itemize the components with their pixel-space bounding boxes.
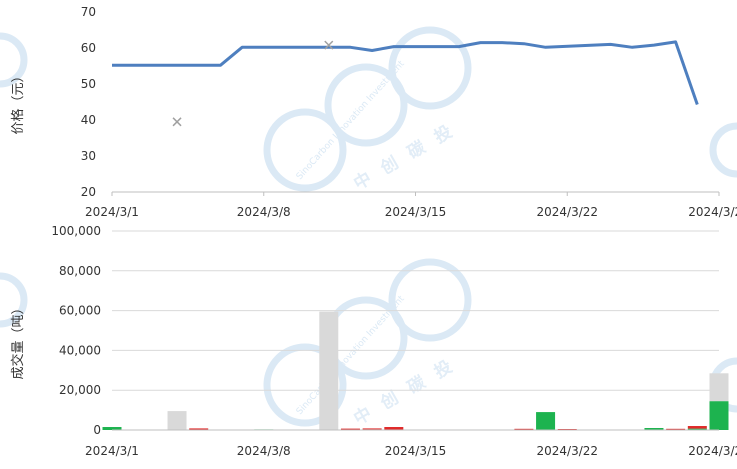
price-y-tick-label: 50: [81, 77, 96, 91]
volume-bar: [688, 426, 707, 429]
volume-bar: [168, 411, 187, 430]
volume-x-tick-label: 2024/3/29: [688, 444, 737, 458]
watermark-ring: [713, 126, 737, 174]
price-x-tick-label: 2024/3/29: [688, 205, 737, 219]
volume-y-tick-label: 60,000: [59, 304, 101, 318]
price-y-axis-label: 价格（元）: [10, 69, 26, 134]
volume-y-tick-label: 0: [93, 423, 101, 437]
volume-x-tick-label: 2024/3/8: [237, 444, 291, 458]
price-y-tick-label: 60: [81, 41, 96, 55]
price-x-tick-label: 2024/3/15: [385, 205, 447, 219]
volume-x-tick-label: 2024/3/22: [536, 444, 598, 458]
volume-x-tick-label: 2024/3/15: [385, 444, 447, 458]
volume-y-axis-label: 成交量（吨）: [10, 301, 26, 379]
watermark-cn-text: 中创碳投: [350, 114, 468, 194]
price-y-tick-label: 20: [81, 185, 96, 199]
volume-y-tick-label: 80,000: [59, 264, 101, 278]
price-y-tick-label: 30: [81, 149, 96, 163]
price-y-tick-label: 40: [81, 113, 96, 127]
volume-y-tick-label: 100,000: [51, 224, 101, 238]
volume-bar: [710, 401, 729, 430]
volume-bar: [536, 412, 555, 430]
volume-bar: [710, 373, 729, 401]
price-x-tick-label: 2024/3/1: [85, 205, 139, 219]
volume-bar-chart: 0 20,000 40,000 60,000 80,000 100,000 2024/3/1…: [10, 224, 737, 458]
volume-y-tick-label: 20,000: [59, 383, 101, 397]
volume-x-tick-label: 2024/3/1: [85, 444, 139, 458]
price-x-tick-label: 2024/3/8: [237, 205, 291, 219]
volume-bar: [363, 428, 382, 429]
volume-y-tick-label: 40,000: [59, 343, 101, 357]
price-y-tick-label: 70: [81, 5, 96, 19]
volume-bar: [189, 428, 208, 429]
watermark-layer: SinoCarbon Innovation InvestmentSinoCarb…: [0, 30, 737, 429]
watermark-cn-text: 中创碳投: [350, 349, 468, 429]
volume-bar: [319, 312, 338, 430]
price-line-chart: 20 30 40 50 60 70 2024/3/1 2024/3/8 2024/3/15 202…: [10, 5, 737, 219]
price-x-marker: [173, 118, 181, 126]
price-x-tick-label: 2024/3/22: [536, 205, 598, 219]
